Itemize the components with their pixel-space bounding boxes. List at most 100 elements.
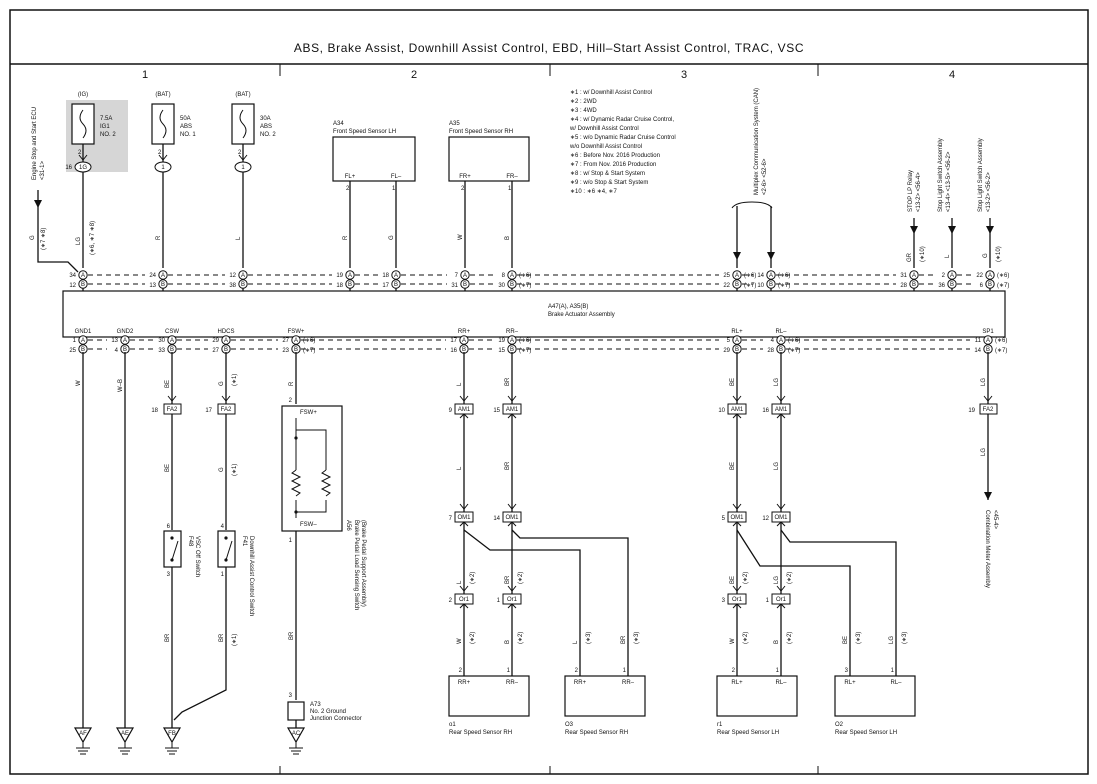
wire-color: W–B	[118, 379, 124, 392]
pin-a-letter: A	[988, 273, 992, 279]
svg-text:Junction Connector: Junction Connector	[310, 716, 362, 722]
note: ∗2 : 2WD	[570, 99, 597, 105]
connector-label: OM1	[505, 515, 519, 521]
terminal-label: GND1	[75, 329, 92, 335]
wire-color: L	[457, 580, 463, 584]
svg-text:FSW–: FSW–	[300, 522, 317, 528]
wire-color: LG	[774, 378, 780, 386]
variant-tag: (∗7)	[744, 283, 756, 289]
wire-note: (∗2)	[470, 572, 476, 584]
actuator-bottom-pins: GND1AB125GND2AB134CSWAB3033HDCSAB2927FSW…	[69, 329, 1007, 354]
pin-number: 30	[158, 338, 165, 344]
svg-text:Brake Actuator Assembly: Brake Actuator Assembly	[548, 312, 615, 318]
variant-tag: (∗7)	[995, 348, 1007, 354]
svg-text:B: B	[462, 347, 466, 353]
terminal-label: SP1	[982, 329, 994, 335]
pin-number: 27	[282, 338, 289, 344]
variant-tag: (∗7)	[519, 283, 531, 289]
pin-a-letter: A	[394, 273, 398, 279]
note: ∗4 : w/ Dynamic Radar Cruise Control,	[570, 117, 674, 123]
note: ∗10 : ∗6 ∗4, ∗7	[570, 189, 617, 195]
pin-a	[507, 335, 517, 345]
variant-tag: (∗6)	[995, 338, 1007, 344]
pin-b-letter: B	[81, 282, 85, 288]
svg-text:2: 2	[238, 150, 242, 156]
terminal-label: FSW+	[288, 329, 305, 335]
svg-text:A: A	[294, 338, 298, 344]
svg-text:G: G	[30, 235, 36, 240]
sensor-pin-label: RL–	[890, 680, 902, 686]
svg-text:F48: F48	[187, 536, 193, 547]
pin-b-letter: B	[950, 282, 954, 288]
connector-fa2: FA2	[983, 407, 994, 413]
pin-number: 28	[767, 348, 774, 354]
svg-text:1: 1	[241, 165, 245, 171]
svg-text:2: 2	[158, 150, 162, 156]
svg-text:(∗10): (∗10)	[920, 246, 926, 262]
wire-color: BE	[165, 380, 171, 388]
terminal-label: RL–	[775, 329, 787, 335]
pin-a	[460, 270, 470, 280]
svg-text:<13-2> <56-4>: <13-2> <56-4>	[916, 172, 922, 212]
pin-number: 17	[382, 283, 389, 289]
pin-a-letter: A	[161, 273, 165, 279]
sensor-id: O2	[835, 722, 844, 728]
sensor-id: o1	[449, 722, 456, 728]
note: ∗5 : w/o Dynamic Radar Cruise Control	[570, 135, 676, 141]
pin-number: 2	[732, 668, 736, 674]
pin-number: 14	[757, 273, 764, 279]
pin-number: 1	[73, 338, 77, 344]
svg-text:(IG): (IG)	[78, 92, 88, 98]
pin-a	[507, 270, 517, 280]
fuse-abs-no1: (BAT) 50A ABS NO. 1 2 1	[151, 92, 196, 173]
ground-label: AC	[292, 731, 301, 737]
variant-tag: (∗7)	[303, 348, 315, 354]
svg-text:Engine Stop and Start ECU: Engine Stop and Start ECU	[32, 107, 38, 180]
svg-text:Combination Meter Assembly: Combination Meter Assembly	[984, 510, 990, 588]
pin-number: 16	[450, 348, 457, 354]
sensor-pin-label: RR+	[574, 680, 587, 686]
wire-color: L	[457, 382, 463, 386]
wire-color: BR	[165, 633, 171, 642]
pin-a	[291, 335, 301, 345]
pin-number: 19	[498, 338, 505, 344]
sensor-pin-label: RR–	[622, 680, 635, 686]
svg-text:<13-2> <56-2>: <13-2> <56-2>	[986, 172, 992, 212]
variant-tag: (∗7)	[997, 283, 1009, 289]
terminal-label: RR–	[506, 329, 519, 335]
note: ∗7 : From Nov. 2016 Production	[570, 162, 656, 168]
pin-a-letter: A	[510, 273, 514, 279]
pin-a	[391, 270, 401, 280]
pin-number: 1	[507, 668, 511, 674]
pin-a	[221, 335, 231, 345]
svg-text:NO. 2: NO. 2	[100, 132, 116, 138]
pin-a-letter: A	[769, 273, 773, 279]
svg-text:Downhill Assist Control Switch: Downhill Assist Control Switch	[248, 536, 254, 616]
note: ∗9 : w/o Stop & Start System	[570, 180, 648, 186]
svg-text:B: B	[735, 347, 739, 353]
terminal-label: HDCS	[217, 329, 234, 335]
pin-number: 15	[493, 408, 500, 414]
pin-number: 17	[450, 338, 457, 344]
variant-tag: (∗6)	[778, 273, 790, 279]
pin-a	[909, 270, 919, 280]
pin-number: 2	[942, 273, 946, 279]
pin-a	[947, 270, 957, 280]
svg-text:A56: A56	[345, 520, 351, 531]
svg-text:(Brake Pedal Support Assembly): (Brake Pedal Support Assembly)	[360, 520, 366, 607]
note: w/o Downhill Assist Control	[569, 144, 642, 150]
terminal-label: GND2	[117, 329, 134, 335]
wire-color: R	[289, 381, 295, 386]
svg-text:A: A	[170, 338, 174, 344]
svg-text:7.5A: 7.5A	[100, 116, 112, 122]
ground-label: AE	[121, 731, 129, 737]
pin-b-letter: B	[394, 282, 398, 288]
note: w/ Downhill Assist Control	[569, 126, 639, 132]
rear-speed-sensor	[716, 675, 798, 717]
column-label: 3	[681, 69, 687, 81]
pin-number: 14	[493, 516, 500, 522]
svg-text:1: 1	[289, 538, 293, 544]
pin-number: 18	[336, 283, 343, 289]
fuse-abs-no2: (BAT) 30A ABS NO. 2 2 1	[231, 92, 276, 173]
